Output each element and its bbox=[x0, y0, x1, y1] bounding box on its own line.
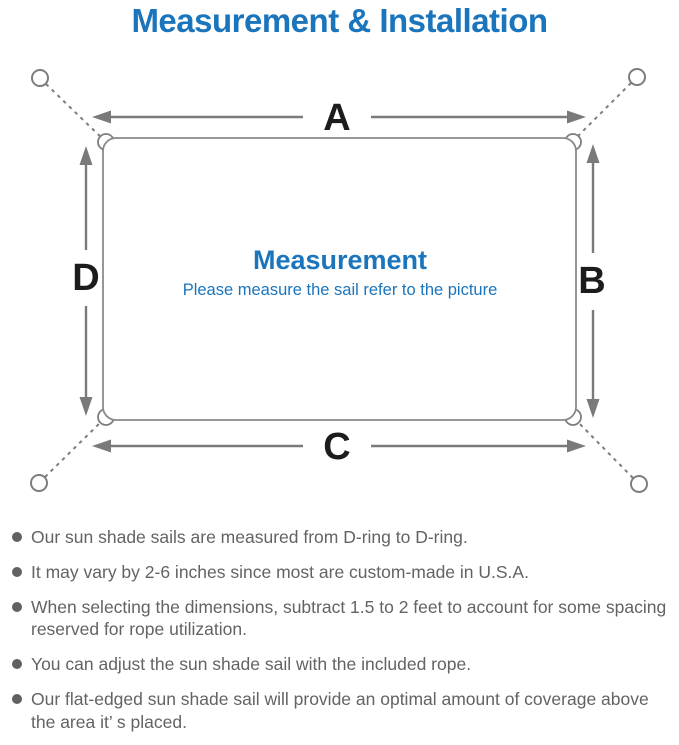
bullet-dot bbox=[12, 532, 22, 542]
diagram-svg bbox=[30, 68, 648, 493]
note-text: Our sun shade sails are measured from D-… bbox=[31, 527, 468, 547]
bullet-dot bbox=[12, 659, 22, 669]
dimension-arrow-d bbox=[79, 146, 93, 416]
note-item: It may vary by 2-6 inches since most are… bbox=[12, 561, 673, 584]
dimension-label-c: C bbox=[323, 426, 351, 468]
note-text: Our flat-edged sun shade sail will provi… bbox=[31, 688, 649, 732]
anchor-circle-top-right bbox=[628, 68, 646, 86]
bullet-dot bbox=[12, 693, 22, 704]
dimension-arrow-c bbox=[92, 439, 586, 453]
dimension-label-a: A bbox=[323, 97, 351, 139]
note-item: Our flat-edged sun shade sail will provi… bbox=[12, 688, 673, 734]
measurement-diagram: A B C D Measurement Please measure the s… bbox=[30, 68, 648, 493]
anchor-circle-bottom-left bbox=[30, 474, 48, 492]
anchor-circle-bottom-right bbox=[630, 475, 648, 493]
note-item: When selecting the dimensions, subtract … bbox=[12, 596, 673, 642]
note-item: You can adjust the sun shade sail with t… bbox=[12, 653, 673, 676]
note-text: When selecting the dimensions, subtract … bbox=[31, 596, 667, 640]
notes-list: Our sun shade sails are measured from D-… bbox=[0, 526, 679, 745]
page-title: Measurement & Installation bbox=[131, 2, 548, 39]
rope-dashed-top-left bbox=[45, 83, 107, 143]
dimension-arrow-b bbox=[586, 144, 600, 418]
anchor-points bbox=[30, 68, 648, 493]
diagram-title: Measurement bbox=[252, 245, 428, 275]
bullet-dot bbox=[12, 601, 22, 612]
dimension-label-b: B bbox=[578, 260, 606, 302]
note-item: Our sun shade sails are measured from D-… bbox=[12, 526, 673, 549]
bullet-dot bbox=[12, 566, 22, 577]
rope-dashed-top-right bbox=[572, 82, 632, 142]
diagram-center-text: Measurement Please measure the sail refe… bbox=[183, 245, 498, 300]
rope-dashed-bottom-right bbox=[572, 416, 634, 479]
diagram-subtitle: Please measure the sail refer to the pic… bbox=[182, 281, 498, 299]
dimension-label-d: D bbox=[72, 257, 100, 299]
note-text: It may vary by 2-6 inches since most are… bbox=[31, 561, 529, 582]
sail-outline bbox=[102, 137, 577, 421]
note-text: You can adjust the sun shade sail with t… bbox=[31, 654, 472, 674]
anchor-circle-top-left bbox=[31, 69, 49, 87]
dimension-arrow-a bbox=[92, 110, 586, 124]
rope-dashed-lines bbox=[44, 82, 634, 479]
rope-dashed-bottom-left bbox=[44, 416, 107, 478]
